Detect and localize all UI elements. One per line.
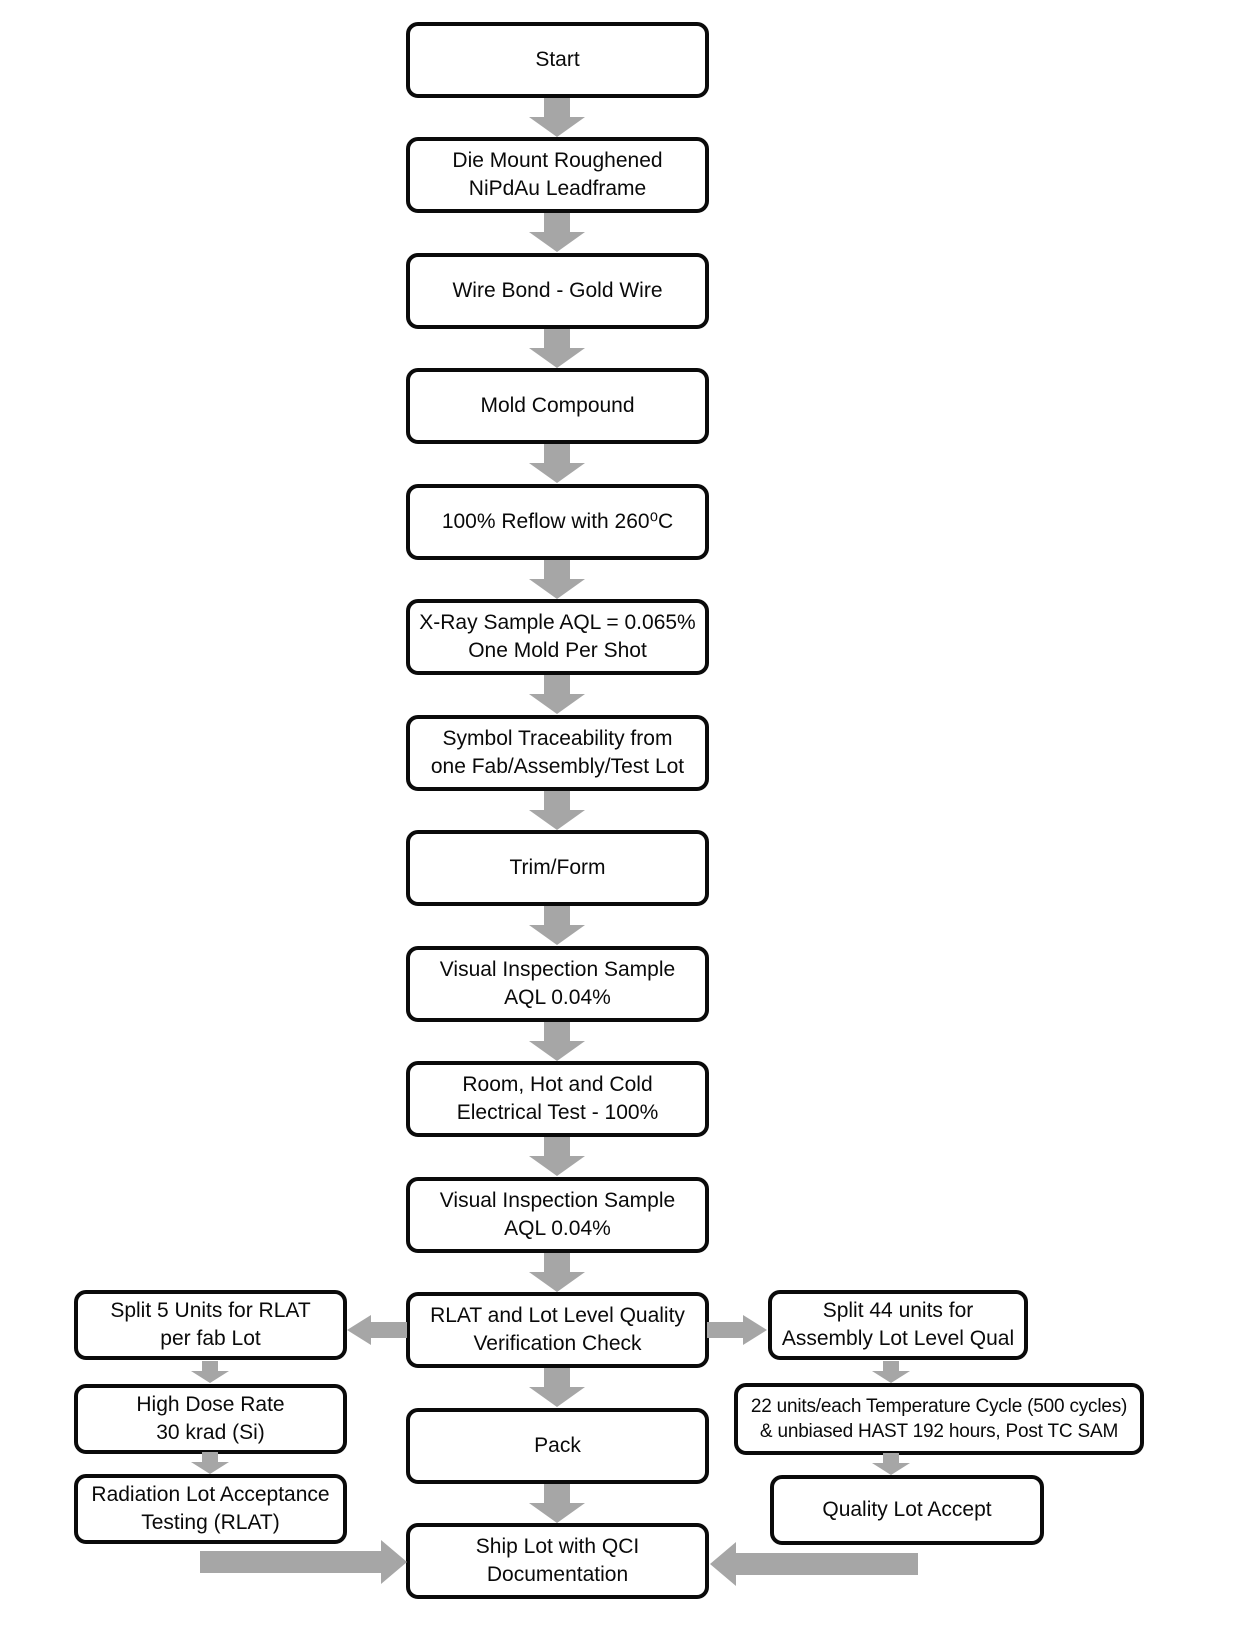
flow-node-rlat-testing-label: Radiation Lot Acceptance Testing (RLAT) [91,1483,330,1534]
arrow-pack-to-ship-icon [529,1484,585,1523]
flow-node-split-5-rlat: Split 5 Units for RLAT per fab Lot [74,1290,347,1360]
flow-node-die-mount: Die Mount Roughened NiPdAu Leadframe [406,137,709,213]
flow-node-split-44-qual: Split 44 units for Assembly Lot Level Qu… [768,1290,1028,1360]
flow-node-mold-compound: Mold Compound [406,368,709,444]
flow-node-electrical-test: Room, Hot and Cold Electrical Test - 100… [406,1061,709,1137]
flow-node-rlat-verification-check-label: RLAT and Lot Level Quality Verification … [430,1304,685,1355]
flow-node-temp-cycle-hast-label: 22 units/each Temperature Cycle (500 cyc… [750,1395,1128,1442]
arrow-trim-to-visual1-icon [529,906,585,945]
flow-node-split-44-qual-label: Split 44 units for Assembly Lot Level Qu… [781,1299,1015,1350]
flow-node-symbol-traceability: Symbol Traceability from one Fab/Assembl… [406,715,709,791]
flow-node-rlat-testing: Radiation Lot Acceptance Testing (RLAT) [74,1474,347,1544]
flow-node-trim-form: Trim/Form [406,830,709,906]
arrow-visual1-to-electrical-icon [529,1022,585,1061]
arrow-rlat-check-to-split5-icon [347,1315,407,1345]
flow-node-rlat-verification-check: RLAT and Lot Level Quality Verification … [406,1292,709,1368]
flow-node-reflow-label: 100% Reflow with 260⁰C [441,510,674,534]
flow-node-start: Start [406,22,709,98]
flow-node-temp-cycle-hast: 22 units/each Temperature Cycle (500 cyc… [734,1383,1144,1455]
flow-node-wire-bond-label: Wire Bond - Gold Wire [452,279,663,303]
flow-node-wire-bond: Wire Bond - Gold Wire [406,253,709,329]
flow-node-pack-label: Pack [534,1434,581,1458]
flow-node-high-dose-rate-label: High Dose Rate 30 krad (Si) [136,1393,285,1444]
arrow-wire-bond-to-mold-icon [529,329,585,368]
arrow-quality-to-ship-icon [710,1542,918,1586]
flow-node-visual-inspection-1: Visual Inspection Sample AQL 0.04% [406,946,709,1022]
flow-node-electrical-test-label: Room, Hot and Cold Electrical Test - 100… [456,1073,659,1124]
flow-node-quality-lot-accept-label: Quality Lot Accept [822,1498,992,1522]
arrow-xray-to-symbol-icon [529,675,585,714]
arrow-mold-to-reflow-icon [529,444,585,483]
arrow-temp-cycle-to-quality-icon [871,1453,911,1475]
flow-node-ship-lot: Ship Lot with QCI Documentation [406,1523,709,1599]
arrow-electrical-to-visual2-icon [529,1137,585,1176]
flow-node-quality-lot-accept: Quality Lot Accept [770,1475,1044,1545]
flow-node-visual-inspection-2-label: Visual Inspection Sample AQL 0.04% [439,1189,676,1240]
flow-node-pack: Pack [406,1408,709,1484]
arrow-reflow-to-xray-icon [529,560,585,599]
flow-node-symbol-traceability-label: Symbol Traceability from one Fab/Assembl… [430,727,685,778]
arrow-high-dose-to-rlat-testing-icon [190,1452,230,1474]
flow-node-ship-lot-label: Ship Lot with QCI Documentation [475,1535,640,1586]
flow-node-start-label: Start [535,48,580,72]
arrow-split44-to-temp-cycle-icon [871,1361,911,1383]
flow-node-mold-compound-label: Mold Compound [480,394,635,418]
flow-node-visual-inspection-1-label: Visual Inspection Sample AQL 0.04% [439,958,676,1009]
arrow-rlat-check-to-pack-icon [529,1368,585,1407]
flow-node-xray-sample-label: X-Ray Sample AQL = 0.065% One Mold Per S… [419,611,696,662]
flow-node-die-mount-label: Die Mount Roughened NiPdAu Leadframe [452,149,663,200]
arrow-split5-to-high-dose-icon [190,1361,230,1383]
flow-node-reflow: 100% Reflow with 260⁰C [406,484,709,560]
flow-node-high-dose-rate: High Dose Rate 30 krad (Si) [74,1384,347,1454]
arrow-symbol-to-trim-icon [529,791,585,830]
flow-node-visual-inspection-2: Visual Inspection Sample AQL 0.04% [406,1177,709,1253]
flow-node-trim-form-label: Trim/Form [509,856,606,880]
arrow-start-to-die-mount-icon [529,98,585,137]
arrow-visual2-to-rlat-check-icon [529,1253,585,1292]
flow-node-xray-sample: X-Ray Sample AQL = 0.065% One Mold Per S… [406,599,709,675]
arrow-die-mount-to-wire-bond-icon [529,213,585,252]
flow-node-split-5-rlat-label: Split 5 Units for RLAT per fab Lot [110,1299,311,1350]
arrow-rlat-testing-to-ship-icon [200,1540,407,1584]
arrow-rlat-check-to-split44-icon [707,1315,767,1345]
